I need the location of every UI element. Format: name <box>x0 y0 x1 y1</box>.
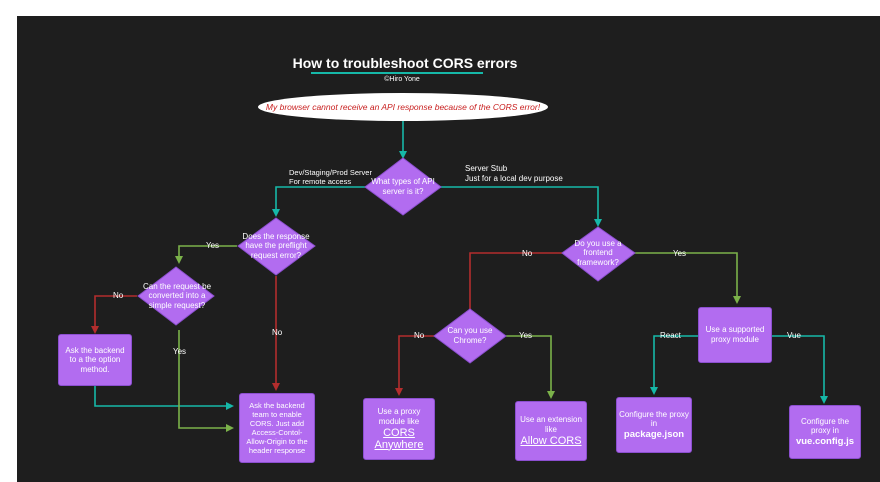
edge-api-to-framework <box>440 186 602 227</box>
branch-stub-line2: Just for a local dev purpose <box>465 173 563 183</box>
label-simple-yes: Yes <box>173 347 187 356</box>
question-framework: Do you use a frontend framework? <box>574 238 622 267</box>
question-api-type: What types of API server is it? <box>371 177 435 196</box>
diamond-preflight <box>237 217 316 276</box>
extension-prefix-text: Use an extension like <box>520 415 582 434</box>
diamond-framework <box>561 226 636 282</box>
edge-vue <box>771 335 828 404</box>
diamond-chrome <box>433 308 507 364</box>
proxy-prefix-text: Use a proxy module like <box>377 407 421 426</box>
edge-chrome-no <box>395 335 434 396</box>
question-preflight: Does the response have the preflight req… <box>242 231 310 260</box>
edge-chrome-yes <box>506 335 555 399</box>
allow-cors-link[interactable]: Allow CORS <box>520 434 582 447</box>
page-title: How to troubleshoot CORS errors <box>292 55 518 71</box>
box-allow-cors: Use an extension like Allow CORS <box>515 401 587 461</box>
edge-api-to-preflight <box>272 186 366 217</box>
credit-text: ©Hiro Yone <box>384 76 420 83</box>
label-preflight-yes: Yes <box>206 241 220 250</box>
enable-cors-text: Ask the backend team to enable CORS. Jus… <box>246 401 308 455</box>
box-option-method: Ask the backend to a the option method. <box>58 334 132 386</box>
label-framework-no: No <box>522 249 533 258</box>
box-supported-proxy: Use a supported proxy module <box>698 307 772 363</box>
label-vue: Vue <box>787 331 801 340</box>
question-simple-request: Can the request be converted into a simp… <box>142 281 212 310</box>
start-text: My browser cannot receive an API respons… <box>265 102 541 112</box>
label-preflight-no: No <box>272 328 283 337</box>
edge-simple-yes <box>178 330 234 432</box>
edge-framework-yes <box>634 252 741 304</box>
branch-stub-line1: Server Stub <box>465 164 508 173</box>
branch-stub-label: Server Stub Just for a local dev purpose <box>465 164 563 183</box>
react-prefix-text: Configure the proxy in <box>619 409 689 429</box>
question-chrome: Can you use Chrome? <box>447 326 493 345</box>
branch-remote-label: Dev/Staging/Prod Server For remote acces… <box>289 168 372 186</box>
edge-react <box>650 335 705 395</box>
label-react: React <box>660 331 681 340</box>
label-simple-no: No <box>113 291 124 300</box>
vue-prefix-text: Configure the proxy in <box>800 416 850 436</box>
edge-option-to-enable <box>94 386 234 410</box>
cors-anywhere-link[interactable]: CORS Anywhere <box>374 426 424 451</box>
box-enable-cors: Ask the backend team to enable CORS. Jus… <box>239 393 315 463</box>
supported-proxy-text: Use a supported proxy module <box>705 325 765 344</box>
box-vue-config: Configure the proxy in vue.config.js <box>789 405 861 459</box>
label-chrome-yes: Yes <box>519 331 533 340</box>
label-chrome-no: No <box>414 331 425 340</box>
edge-preflight-yes <box>175 245 237 264</box>
box-package-json: Configure the proxy in package.json <box>616 397 692 453</box>
title-underline <box>311 72 483 74</box>
edge-framework-no <box>466 252 562 319</box>
branch-remote-line1: Dev/Staging/Prod Server <box>289 168 372 177</box>
box-cors-anywhere: Use a proxy module like CORS Anywhere <box>363 398 435 460</box>
start-node: My browser cannot receive an API respons… <box>258 93 548 121</box>
diamond-api-type <box>364 157 442 216</box>
edge-simple-no <box>91 295 137 334</box>
diamond-simple <box>137 266 215 326</box>
option-method-text: Ask the backend to a the option method. <box>65 345 125 374</box>
package-json-text: package.json <box>623 428 685 440</box>
vue-config-text: vue.config.js <box>795 435 855 447</box>
branch-remote-line2: For remote access <box>289 177 352 186</box>
label-framework-yes: Yes <box>673 249 687 258</box>
